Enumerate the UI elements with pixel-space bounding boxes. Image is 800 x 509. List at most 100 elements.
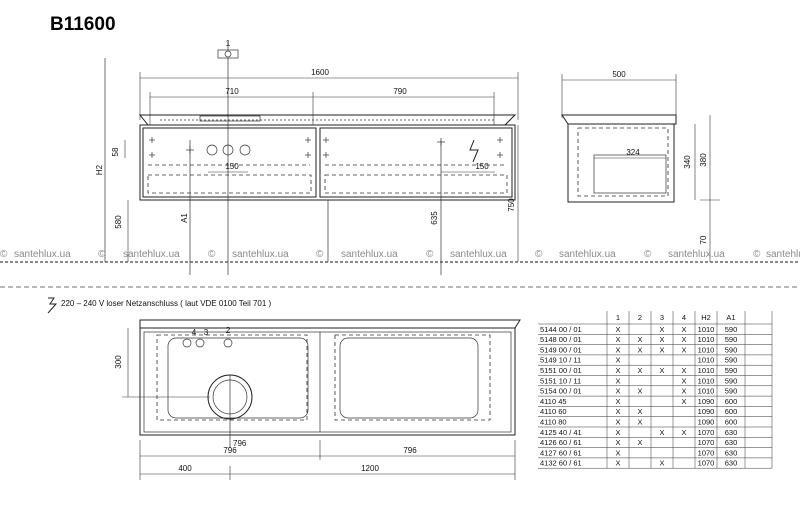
table-cell: 630: [725, 448, 738, 457]
plan-view: 220 – 240 V loser Netzanschluss ( laut V…: [47, 297, 521, 480]
table-row-code: 4127 60 / 61: [540, 448, 582, 457]
table-cell: 1090: [698, 407, 715, 416]
tap-symbol: 1: [217, 39, 239, 59]
table-header-2: 2: [638, 313, 642, 322]
watermark-copyright-3: ©: [208, 249, 216, 260]
watermark-1: santehlux.ua: [14, 249, 71, 260]
table-cell: X: [659, 325, 664, 334]
table-cell: 600: [725, 407, 738, 416]
table-cell: 590: [725, 387, 738, 396]
table-cell: X: [637, 387, 642, 396]
watermark-6: santehlux.ua: [559, 249, 616, 260]
table-cell: 590: [725, 356, 738, 365]
table-cell: X: [615, 376, 620, 385]
watermark-2: santehlux.ua: [123, 249, 180, 260]
side-dim-340: 340: [683, 155, 692, 169]
table-row-code: 5148 00 / 01: [540, 335, 582, 344]
side-view: 500 324 340 380 70: [561, 70, 720, 262]
side-dim-324: 324: [626, 148, 640, 157]
table-cell: X: [615, 356, 620, 365]
plan-dim-796-right: 796: [403, 446, 417, 455]
table-row-code: 4132 60 / 61: [540, 459, 582, 468]
dim-750: 750: [507, 198, 516, 212]
table-cell: 1090: [698, 418, 715, 427]
side-dim-380: 380: [699, 153, 708, 167]
table-cell: X: [681, 397, 686, 406]
tap-label-3: 3: [204, 328, 209, 337]
table-cell: 1070: [698, 459, 715, 468]
table-row-code: 5151 10 / 11: [540, 376, 581, 385]
dim-150-right: 150: [475, 162, 489, 171]
plan-dim-796-left: 796: [223, 446, 237, 455]
table-header-1: 1: [616, 313, 620, 322]
watermark-copyright-2: ©: [98, 249, 106, 260]
dim-710: 710: [225, 87, 239, 96]
dim-790: 790: [393, 87, 407, 96]
table-row-code: 4110 80: [540, 418, 567, 427]
table-cell: X: [615, 335, 620, 344]
table-cell: 600: [725, 418, 738, 427]
table-cell: X: [637, 407, 642, 416]
table-cell: 1070: [698, 428, 715, 437]
table-cell: X: [681, 428, 686, 437]
table-row-code: 5151 00 / 01: [540, 366, 582, 375]
drawing-title: B11600: [50, 14, 116, 35]
electrical-bolt-icon-note: [47, 297, 58, 314]
table-header-3: 3: [660, 313, 664, 322]
dim-h2: H2: [95, 164, 104, 175]
table-cell: 1090: [698, 397, 715, 406]
table-cell: X: [659, 459, 664, 468]
table-cell: X: [637, 366, 642, 375]
table-cell: 600: [725, 397, 738, 406]
table-cell: X: [681, 387, 686, 396]
plan-dim-300: 300: [114, 355, 123, 369]
table-cell: X: [615, 387, 620, 396]
table-cell: 630: [725, 428, 738, 437]
watermark-row: © santehlux.ua © santehlux.ua © santehlu…: [0, 249, 800, 260]
dim-580: 580: [114, 215, 123, 229]
table-cell: X: [615, 345, 620, 354]
electrical-note: 220 – 240 V loser Netzanschluss ( laut V…: [61, 299, 272, 308]
table-row-code: 5144 00 / 01: [540, 325, 582, 334]
dim-150-left: 150: [225, 162, 239, 171]
table-cell: 630: [725, 459, 738, 468]
watermark-copyright-5: ©: [426, 249, 434, 260]
table-cell: X: [615, 407, 620, 416]
table-cell: 1010: [698, 376, 715, 385]
table-row-code: 4126 60 / 61: [540, 438, 582, 447]
table-cell: X: [681, 325, 686, 334]
watermark-8: santehlux.ua: [766, 249, 800, 260]
watermark-7: santehlux.ua: [668, 249, 725, 260]
table-row-code: 4125 40 / 41: [540, 428, 582, 437]
table-row-code: 5149 00 / 01: [540, 345, 582, 354]
table-cell: X: [615, 438, 620, 447]
table-cell: X: [615, 448, 620, 457]
table-cell: X: [615, 459, 620, 468]
plan-dim-796-center: 796: [233, 439, 247, 448]
table-row-code: 5154 00 / 01: [540, 387, 582, 396]
watermark-5: santehlux.ua: [450, 249, 507, 260]
table-cell: 590: [725, 366, 738, 375]
table-cell: 1070: [698, 438, 715, 447]
table-row-code: 4110 45: [540, 397, 567, 406]
dim-635: 635: [430, 211, 439, 225]
table-cell: 1010: [698, 356, 715, 365]
watermark-4: santehlux.ua: [341, 249, 398, 260]
table-cell: X: [659, 366, 664, 375]
table-cell: 1070: [698, 448, 715, 457]
table-header-5: H2: [701, 313, 711, 322]
table-cell: 1010: [698, 335, 715, 344]
table-cell: X: [681, 335, 686, 344]
dim-1600: 1600: [311, 68, 329, 77]
table-cell: 1010: [698, 325, 715, 334]
dim-58: 58: [111, 147, 120, 156]
side-dim-70: 70: [699, 235, 708, 244]
table-cell: X: [637, 418, 642, 427]
table-cell: X: [637, 438, 642, 447]
table-cell: 590: [725, 335, 738, 344]
plan-dim-400: 400: [178, 464, 192, 473]
plan-dim-1200: 1200: [361, 464, 379, 473]
